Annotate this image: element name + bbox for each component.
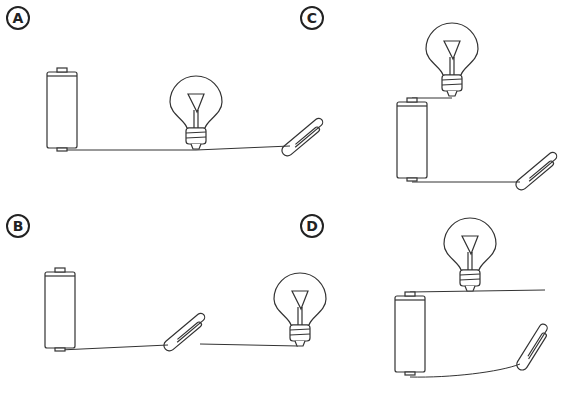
panel-letter: D xyxy=(306,219,318,233)
panel-letter-circle: A xyxy=(6,6,30,30)
panel-letter-circle: C xyxy=(300,6,324,30)
panel-letter: C xyxy=(307,11,317,25)
panel-letter-circle: B xyxy=(6,214,30,238)
panel-letter-circle: D xyxy=(300,214,324,238)
panel-letter: A xyxy=(13,11,24,25)
panel-letter: B xyxy=(13,219,24,233)
